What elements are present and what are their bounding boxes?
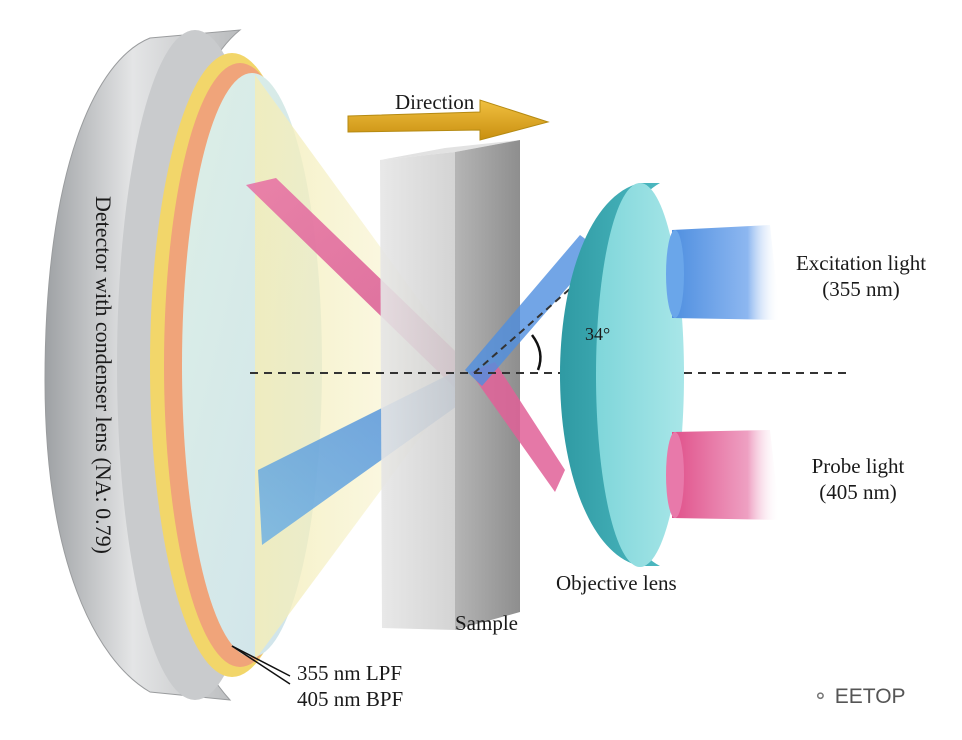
filter-leader-line-2	[231, 645, 291, 685]
sample-top	[380, 140, 520, 160]
probe-light-label: Probe light (405 nm)	[788, 453, 928, 505]
filter-lpf-label: 355 nm LPF	[297, 661, 403, 685]
angle-label: 34°	[585, 324, 611, 344]
detector-label: Detector with condenser lens (NA: 0.79)	[91, 195, 116, 555]
direction-arrow	[347, 99, 550, 141]
excitation-beam-source	[672, 225, 780, 320]
watermark: ⚬ EETOP	[812, 684, 906, 709]
sample-label: Sample	[455, 611, 518, 635]
objective-lens	[560, 183, 684, 567]
angle-reference-line	[473, 251, 613, 374]
excitation-light-label: Excitation light (355 nm)	[776, 250, 946, 302]
probe-beam-cap	[666, 432, 684, 518]
excitation-light-title: Excitation light	[795, 251, 927, 275]
direction-label: Direction	[395, 90, 475, 114]
objective-lens-side	[560, 183, 660, 566]
objective-lens-face	[596, 183, 684, 567]
filter-bpf-label: 405 nm BPF	[297, 687, 404, 711]
excitation-beam-cap	[666, 230, 684, 318]
wechat-icon: ⚬	[812, 686, 829, 708]
excitation-beam-incident	[465, 235, 600, 386]
probe-beam-source	[672, 430, 780, 520]
filter-leader-line-1	[231, 645, 291, 677]
watermark-text: EETOP	[834, 684, 906, 708]
filter-label: 355 nm LPF 405 nm BPF	[297, 660, 403, 712]
angle-arc	[530, 334, 542, 371]
sample-front	[380, 152, 455, 630]
objective-lens-label: Objective lens	[556, 571, 677, 595]
probe-light-wavelength: (405 nm)	[819, 480, 897, 504]
probe-light-title: Probe light	[811, 454, 905, 478]
probe-beam-incident	[470, 362, 565, 492]
excitation-light-wavelength: (355 nm)	[822, 277, 900, 301]
